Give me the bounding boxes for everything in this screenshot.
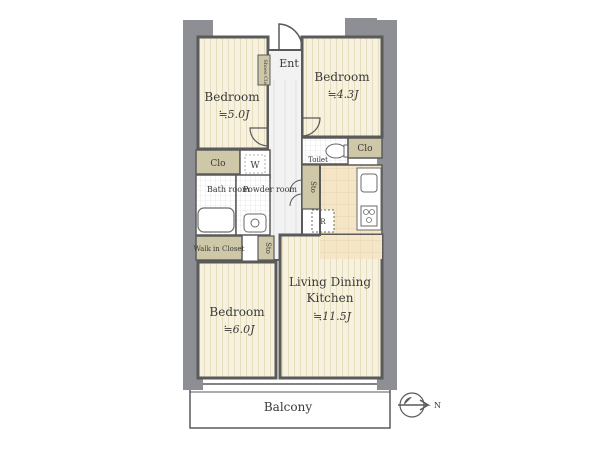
toilet-label: Toilet [308, 156, 328, 164]
room-bedroom-nw [196, 35, 270, 151]
closet-west-label: Clo [210, 159, 225, 169]
closet-east [347, 137, 383, 159]
sink [360, 173, 378, 193]
bedroom-nw-door [249, 127, 269, 147]
wall-pillar [345, 18, 377, 36]
bedroom-ne-size: ≒4.3J [327, 88, 359, 101]
closet-east-label: Clo [357, 144, 372, 154]
balcony-label: Balcony [264, 400, 312, 414]
bedroom-ne-name: Bedroom [314, 70, 370, 84]
bedroom-ne-door [301, 117, 321, 137]
bathtub [197, 207, 235, 233]
bedroom-nw-size: ≒5.0J [218, 108, 250, 121]
room-bedroom-sw [196, 260, 278, 380]
ldk-name-line1: Living Dining [289, 275, 371, 289]
storage-west-label: Sto [264, 242, 272, 254]
entrance-label: Ent [279, 57, 299, 70]
compass-north-label: N [434, 401, 441, 410]
room-bedroom-ne [300, 35, 384, 139]
balcony [189, 383, 391, 429]
powder-label: Powder room [243, 185, 297, 194]
bedroom-nw-name: Bedroom [204, 90, 260, 104]
refrigerator [311, 209, 335, 233]
shoe-closet-label: Shoes Clo [262, 59, 268, 84]
bath-label: Bath room [207, 185, 250, 194]
stove [360, 205, 378, 227]
compass-icon [398, 392, 431, 418]
walk-in-closet-label: Walk in Closet [194, 245, 245, 253]
storage-east-label: Sto [309, 181, 317, 193]
ldk-size: ≒11.5J [313, 310, 352, 323]
toilet-bowl [325, 143, 347, 159]
refrigerator-label: R [320, 218, 326, 226]
storage-west [257, 235, 275, 261]
shoe-closet [257, 54, 271, 86]
wall-pillar [183, 20, 213, 36]
closet-west [195, 149, 241, 175]
washbasin [243, 213, 267, 233]
ldk-name-line2: Kitchen [307, 291, 354, 305]
bedroom-sw-size: ≒6.0J [223, 323, 255, 336]
entrance-door [278, 23, 303, 50]
walk-in-closet [195, 235, 243, 261]
washer-label: W [250, 161, 260, 171]
bedroom-sw-name: Bedroom [209, 305, 265, 319]
